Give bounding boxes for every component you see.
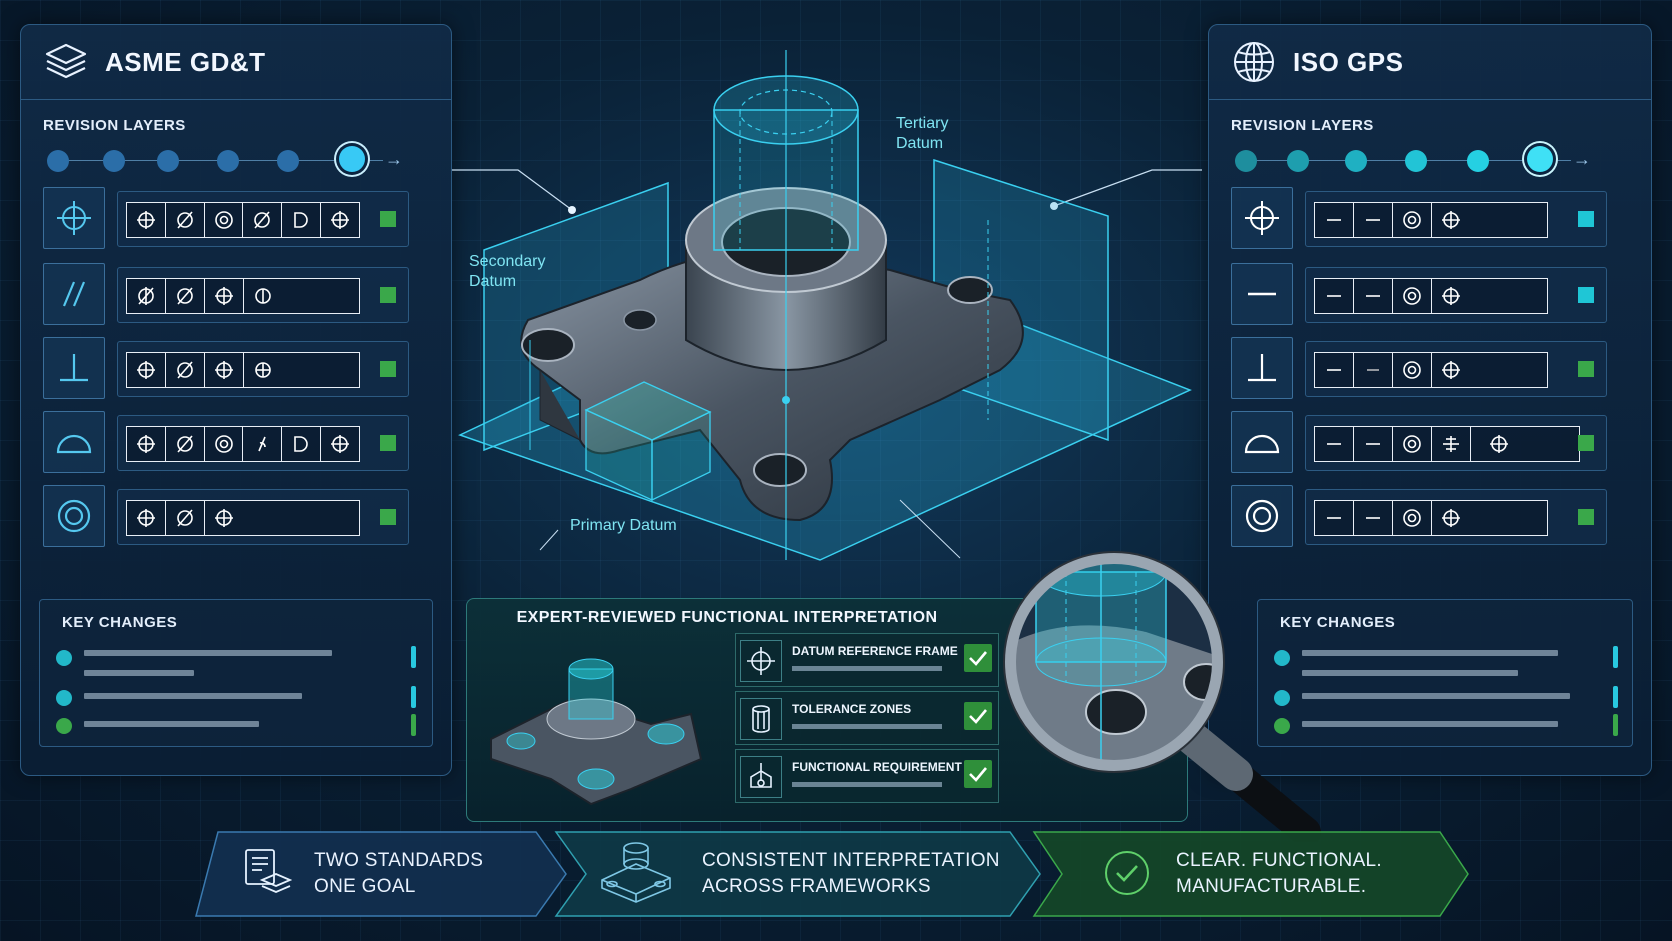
check-datum-reference-frame[interactable]: DATUM REFERENCE FRAME (735, 633, 999, 687)
feature-control-frame (117, 415, 409, 471)
cylinder-zone-icon (740, 698, 782, 740)
revision-dot[interactable] (217, 150, 239, 172)
feature-control-frame (1305, 191, 1607, 247)
asme-panel: ASME GD&T REVISION LAYERS → (20, 24, 452, 776)
revision-dot[interactable] (157, 150, 179, 172)
revision-dot-current[interactable] (1527, 146, 1553, 172)
check-circle-icon (1105, 851, 1149, 895)
status-indicator (1578, 361, 1594, 377)
check-icon (964, 760, 992, 788)
concentricity-icon (1231, 485, 1293, 547)
key-change-item[interactable] (56, 646, 416, 676)
asme-title: ASME GD&T (105, 46, 266, 77)
document-stack-icon (245, 849, 292, 893)
status-indicator (1578, 435, 1594, 451)
concentricity-icon (43, 485, 105, 547)
revision-layers-label: REVISION LAYERS (1231, 117, 1374, 134)
feature-control-frame (1305, 415, 1607, 471)
revision-layers-label: REVISION LAYERS (43, 117, 186, 134)
leader-line (1053, 169, 1202, 207)
arrow-right-icon: → (1573, 149, 1591, 169)
globe-icon (1234, 42, 1274, 82)
perpendicularity-icon (43, 337, 105, 399)
revision-dot[interactable] (103, 150, 125, 172)
revision-timeline[interactable]: → (43, 143, 403, 179)
layers-icon (45, 43, 87, 79)
footer-chevron-bg (195, 831, 1469, 917)
key-change-item[interactable] (1274, 686, 1618, 708)
key-change-item[interactable] (56, 686, 416, 708)
arrow-right-icon: → (385, 149, 403, 169)
key-changes-box: KEY CHANGES (39, 599, 433, 747)
feature-control-frame (117, 489, 409, 545)
primary-datum-label: Primary Datum (570, 517, 677, 534)
feature-control-frame (1305, 489, 1607, 545)
status-indicator (380, 509, 396, 525)
revision-dot[interactable] (1287, 150, 1309, 172)
profile-of-surface-icon (43, 411, 105, 473)
check-label: FUNCTIONAL REQUIREMENT (792, 760, 962, 774)
magnifier-icon (1003, 551, 1321, 842)
status-indicator (380, 361, 396, 377)
feature-control-frame (117, 267, 409, 323)
revision-dot[interactable] (1405, 150, 1427, 172)
check-tolerance-zones[interactable]: TOLERANCE ZONES (735, 691, 999, 745)
key-change-item[interactable] (1274, 714, 1618, 736)
iso-title: ISO GPS (1293, 46, 1404, 77)
status-indicator (1578, 211, 1594, 227)
leader-line (452, 169, 573, 211)
revision-dot[interactable] (1235, 150, 1257, 172)
status-indicator (1578, 509, 1594, 525)
part-icon (601, 842, 671, 903)
part-thumbnail (490, 658, 703, 806)
footer-text: CLEAR. FUNCTIONAL.MANUFACTURABLE. (1176, 850, 1382, 897)
iso-panel-header: ISO GPS (1209, 25, 1651, 100)
check-functional-requirement[interactable]: FUNCTIONAL REQUIREMENT (735, 749, 999, 803)
feature-control-frame (1305, 267, 1607, 323)
status-indicator (380, 211, 396, 227)
revision-dot[interactable] (1467, 150, 1489, 172)
interpretation-title: EXPERT-REVIEWED FUNCTIONAL INTERPRETATIO… (516, 609, 938, 626)
straightness-icon (1231, 263, 1293, 325)
profile-of-surface-icon (1231, 411, 1293, 473)
footer-item-clear[interactable]: CLEAR. FUNCTIONAL.MANUFACTURABLE. (1102, 832, 1442, 916)
revision-dot[interactable] (1345, 150, 1367, 172)
check-label: TOLERANCE ZONES (792, 702, 912, 716)
check-icon (964, 702, 992, 730)
check-icon (964, 644, 992, 672)
key-changes-label: KEY CHANGES (1280, 614, 1396, 631)
part-illustration (452, 50, 1202, 561)
check-label: DATUM REFERENCE FRAME (792, 644, 958, 658)
revision-dot[interactable] (277, 150, 299, 172)
status-indicator (380, 435, 396, 451)
function-icon (740, 756, 782, 798)
position-icon (1231, 187, 1293, 249)
position-icon (43, 187, 105, 249)
feature-control-frame (117, 191, 409, 247)
key-change-item[interactable] (1274, 646, 1618, 676)
revision-dot-current[interactable] (339, 146, 365, 172)
feature-control-frame (117, 341, 409, 397)
status-indicator (1578, 287, 1594, 303)
iso-panel: ISO GPS REVISION LAYERS → (1208, 24, 1652, 776)
revision-dot[interactable] (47, 150, 69, 172)
key-change-item[interactable] (56, 714, 416, 736)
datum-target-icon (740, 640, 782, 682)
feature-control-frame (1305, 341, 1607, 397)
asme-panel-header: ASME GD&T (21, 25, 451, 100)
parallelism-icon (43, 263, 105, 325)
key-changes-box: KEY CHANGES (1257, 599, 1633, 747)
revision-timeline[interactable]: → (1231, 143, 1591, 179)
status-indicator (380, 287, 396, 303)
key-changes-label: KEY CHANGES (62, 614, 178, 631)
perpendicularity-icon (1231, 337, 1293, 399)
